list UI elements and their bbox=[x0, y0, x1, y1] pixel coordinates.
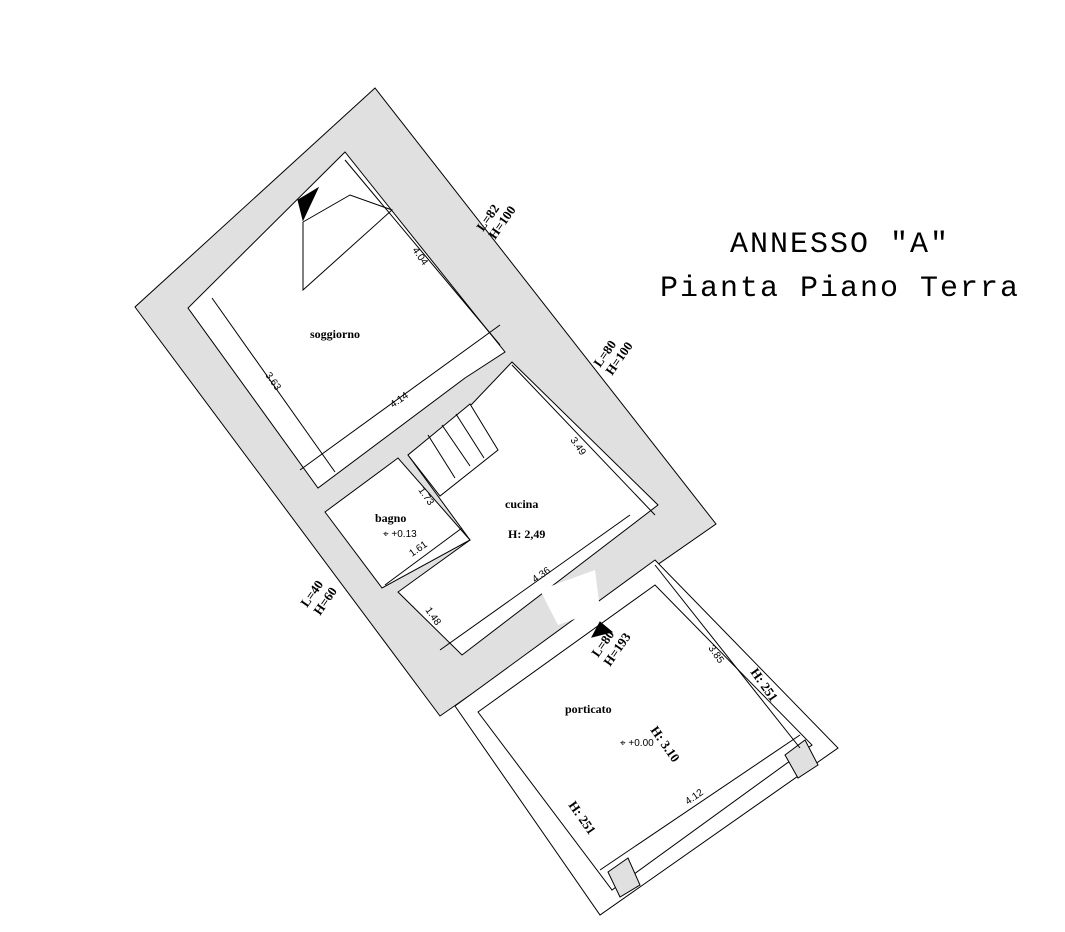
drawing-title: ANNESSO "A" bbox=[729, 228, 951, 262]
dim-line bbox=[654, 564, 801, 749]
dim-line bbox=[439, 514, 631, 651]
room-bagno bbox=[324, 457, 471, 589]
door-opening bbox=[540, 570, 600, 625]
stair-step bbox=[455, 413, 485, 459]
room-label-cucina: cucina bbox=[505, 497, 538, 511]
dim-line bbox=[511, 364, 656, 516]
pillar bbox=[784, 739, 819, 779]
chimney-marker bbox=[297, 186, 320, 222]
stair-step bbox=[441, 424, 471, 467]
porticato-level: ⌖ +0.00 bbox=[620, 738, 654, 749]
stair bbox=[407, 403, 499, 497]
room-label-soggiorno: soggiorno bbox=[310, 327, 360, 341]
drawing-subtitle: Pianta Piano Terra bbox=[659, 272, 1021, 306]
fireplace-hood bbox=[302, 194, 393, 292]
dim-line bbox=[344, 159, 501, 346]
dim-line bbox=[384, 527, 463, 586]
cucina-height: H: 2,49 bbox=[508, 527, 545, 541]
dim-line bbox=[299, 324, 501, 471]
entrance-arrow bbox=[591, 621, 614, 638]
porticato-inner bbox=[477, 584, 813, 891]
stair-step bbox=[427, 434, 456, 479]
pillar bbox=[607, 857, 641, 898]
bagno-level: ⌖ +0.13 bbox=[383, 529, 417, 540]
dim-line bbox=[599, 734, 801, 871]
dim-line bbox=[211, 297, 336, 473]
room-label-porticato: porticato bbox=[565, 702, 612, 716]
room-label-bagno: bagno bbox=[375, 511, 406, 525]
